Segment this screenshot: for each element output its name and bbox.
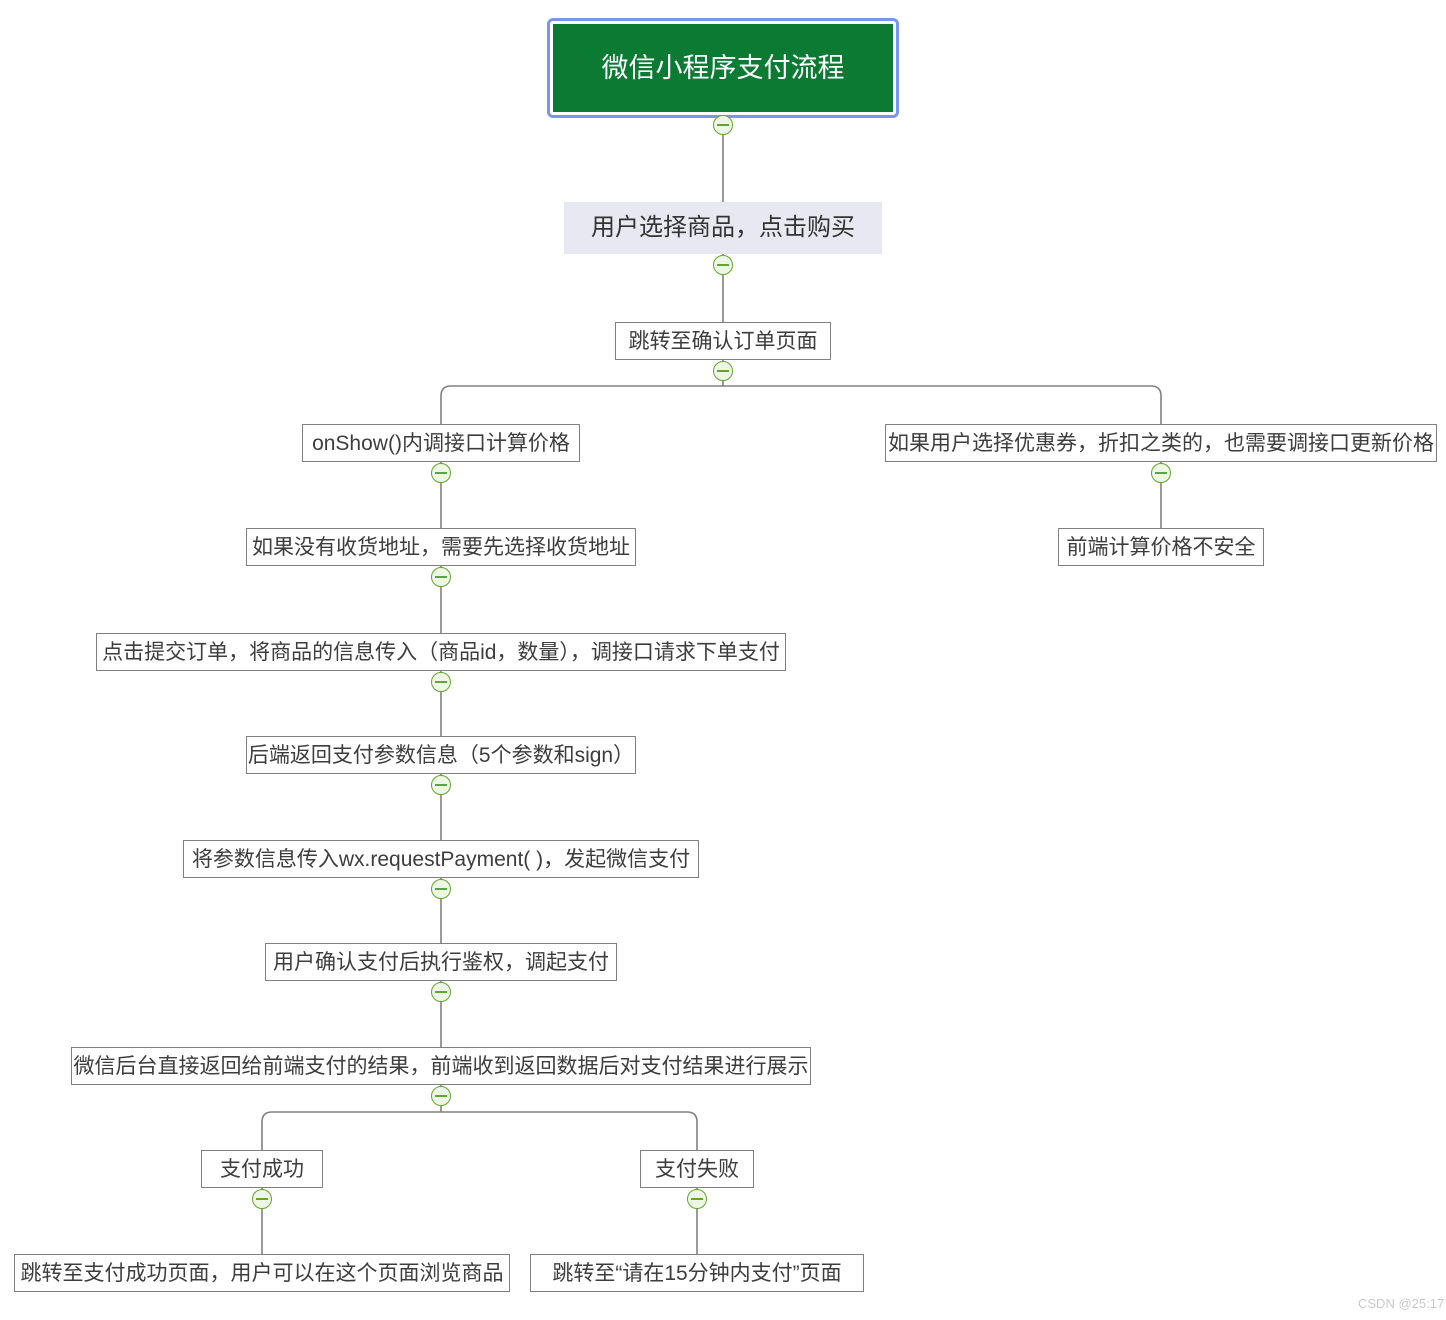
node-label: 点击提交订单，将商品的信息传入（商品id，数量），调接口请求下单支付 xyxy=(102,640,780,664)
node-label: 微信后台直接返回给前端支付的结果，前端收到返回数据后对支付结果进行展示 xyxy=(73,1054,809,1078)
node-n0[interactable]: 微信小程序支付流程 xyxy=(547,18,899,118)
watermark: CSDN @25:17 xyxy=(1358,1296,1445,1311)
collapse-toggle-icon-n1[interactable] xyxy=(713,255,733,275)
collapse-toggle-icon-n0[interactable] xyxy=(713,115,733,135)
edge-n2-n3 xyxy=(440,385,723,424)
node-n15[interactable]: 跳转至“请在15分钟内支付”页面 xyxy=(530,1254,864,1292)
node-n13[interactable]: 支付失败 xyxy=(640,1150,754,1188)
node-label: 前端计算价格不安全 xyxy=(1066,535,1256,559)
collapse-toggle-icon-n3[interactable] xyxy=(431,463,451,483)
collapse-toggle-icon-n13[interactable] xyxy=(687,1189,707,1209)
node-label: 将参数信息传入wx.requestPayment( )，发起微信支付 xyxy=(191,847,691,871)
node-n11[interactable]: 微信后台直接返回给前端支付的结果，前端收到返回数据后对支付结果进行展示 xyxy=(71,1047,811,1085)
node-label: 跳转至“请在15分钟内支付”页面 xyxy=(552,1261,842,1285)
node-n1[interactable]: 用户选择商品，点击购买 xyxy=(564,202,882,254)
edge-n11-n13 xyxy=(441,1111,698,1150)
collapse-toggle-icon-n12[interactable] xyxy=(252,1189,272,1209)
collapse-toggle-icon-n4[interactable] xyxy=(1151,463,1171,483)
node-label: 跳转至确认订单页面 xyxy=(628,329,818,353)
collapse-toggle-icon-n10[interactable] xyxy=(431,982,451,1002)
node-label: 跳转至支付成功页面，用户可以在这个页面浏览商品 xyxy=(20,1261,504,1285)
node-label: 微信小程序支付流程 xyxy=(601,52,845,83)
collapse-toggle-icon-n9[interactable] xyxy=(431,879,451,899)
collapse-toggle-icon-n8[interactable] xyxy=(431,775,451,795)
node-label: onShow()内调接口计算价格 xyxy=(312,431,570,455)
node-n10[interactable]: 用户确认支付后执行鉴权，调起支付 xyxy=(265,943,617,981)
node-label: 用户选择商品，点击购买 xyxy=(591,214,855,241)
node-n6[interactable]: 前端计算价格不安全 xyxy=(1058,528,1264,566)
node-n4[interactable]: 如果用户选择优惠券，折扣之类的，也需要调接口更新价格 xyxy=(885,424,1437,462)
node-label: 支付成功 xyxy=(220,1157,304,1181)
node-n5[interactable]: 如果没有收货地址，需要先选择收货地址 xyxy=(246,528,636,566)
node-n2[interactable]: 跳转至确认订单页面 xyxy=(615,322,831,360)
node-label: 后端返回支付参数信息（5个参数和sign） xyxy=(247,743,635,767)
node-n3[interactable]: onShow()内调接口计算价格 xyxy=(302,424,580,462)
node-label: 用户确认支付后执行鉴权，调起支付 xyxy=(273,950,609,974)
collapse-toggle-icon-n7[interactable] xyxy=(431,672,451,692)
node-n14[interactable]: 跳转至支付成功页面，用户可以在这个页面浏览商品 xyxy=(14,1254,510,1292)
node-n9[interactable]: 将参数信息传入wx.requestPayment( )，发起微信支付 xyxy=(183,840,699,878)
node-label: 支付失败 xyxy=(655,1157,739,1181)
edge-n2-n4 xyxy=(723,385,1162,424)
node-label: 如果没有收货地址，需要先选择收货地址 xyxy=(252,535,630,559)
edge-n11-n12 xyxy=(261,1111,441,1150)
node-n8[interactable]: 后端返回支付参数信息（5个参数和sign） xyxy=(246,736,636,774)
collapse-toggle-icon-n5[interactable] xyxy=(431,567,451,587)
collapse-toggle-icon-n11[interactable] xyxy=(431,1086,451,1106)
collapse-toggle-icon-n2[interactable] xyxy=(713,361,733,381)
node-n12[interactable]: 支付成功 xyxy=(201,1150,323,1188)
node-label: 如果用户选择优惠券，折扣之类的，也需要调接口更新价格 xyxy=(888,431,1434,455)
node-n7[interactable]: 点击提交订单，将商品的信息传入（商品id，数量），调接口请求下单支付 xyxy=(96,633,786,671)
